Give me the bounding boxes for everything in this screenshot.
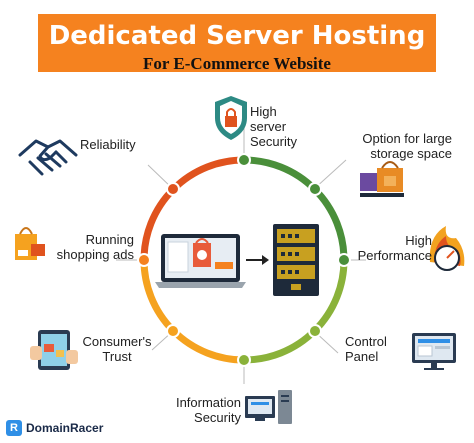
ring-dot-performance (337, 253, 351, 267)
label-ads: Running shopping ads (56, 232, 134, 262)
tablet-shopping-icon (30, 330, 78, 370)
ring-dot-info (237, 353, 251, 367)
brand-name: DomainRacer (26, 421, 104, 435)
label-reliability: Reliability (80, 137, 136, 152)
label-control-panel: Control Panel (345, 334, 387, 364)
handshake-icon (18, 139, 78, 176)
ring-dot-ads (137, 253, 151, 267)
computer-tower-icon (245, 390, 292, 424)
ring-dot-security (237, 153, 251, 167)
speedometer-fire-icon (429, 226, 465, 271)
brand-logo: R DomainRacer (6, 419, 103, 437)
page-subtitle: For E-Commerce Website (143, 54, 331, 73)
label-storage: Option for large storage space (362, 131, 452, 161)
server-rack-icon (273, 224, 319, 296)
title-banner: Dedicated Server Hosting For E-Commerce … (38, 14, 436, 73)
label-trust: Consumer's Trust (82, 334, 152, 364)
page-title: Dedicated Server Hosting (48, 21, 426, 51)
monitor-icon (412, 333, 456, 370)
label-performance: High Performance (357, 233, 432, 263)
label-security: High server Security (250, 104, 297, 149)
laptop-storefront-icon (155, 234, 246, 288)
shopping-bag-icon (360, 161, 404, 197)
shopping-bag-ad-icon (15, 227, 45, 260)
arrow-icon (246, 255, 269, 265)
ring-dot-control (308, 324, 322, 338)
ring-dot-trust (166, 324, 180, 338)
shield-lock-icon (215, 96, 247, 140)
label-info-security: Information Security (175, 395, 241, 425)
brand-mark-icon: R (6, 420, 22, 436)
ring-dot-reliability (166, 182, 180, 196)
ring-dot-storage (308, 182, 322, 196)
